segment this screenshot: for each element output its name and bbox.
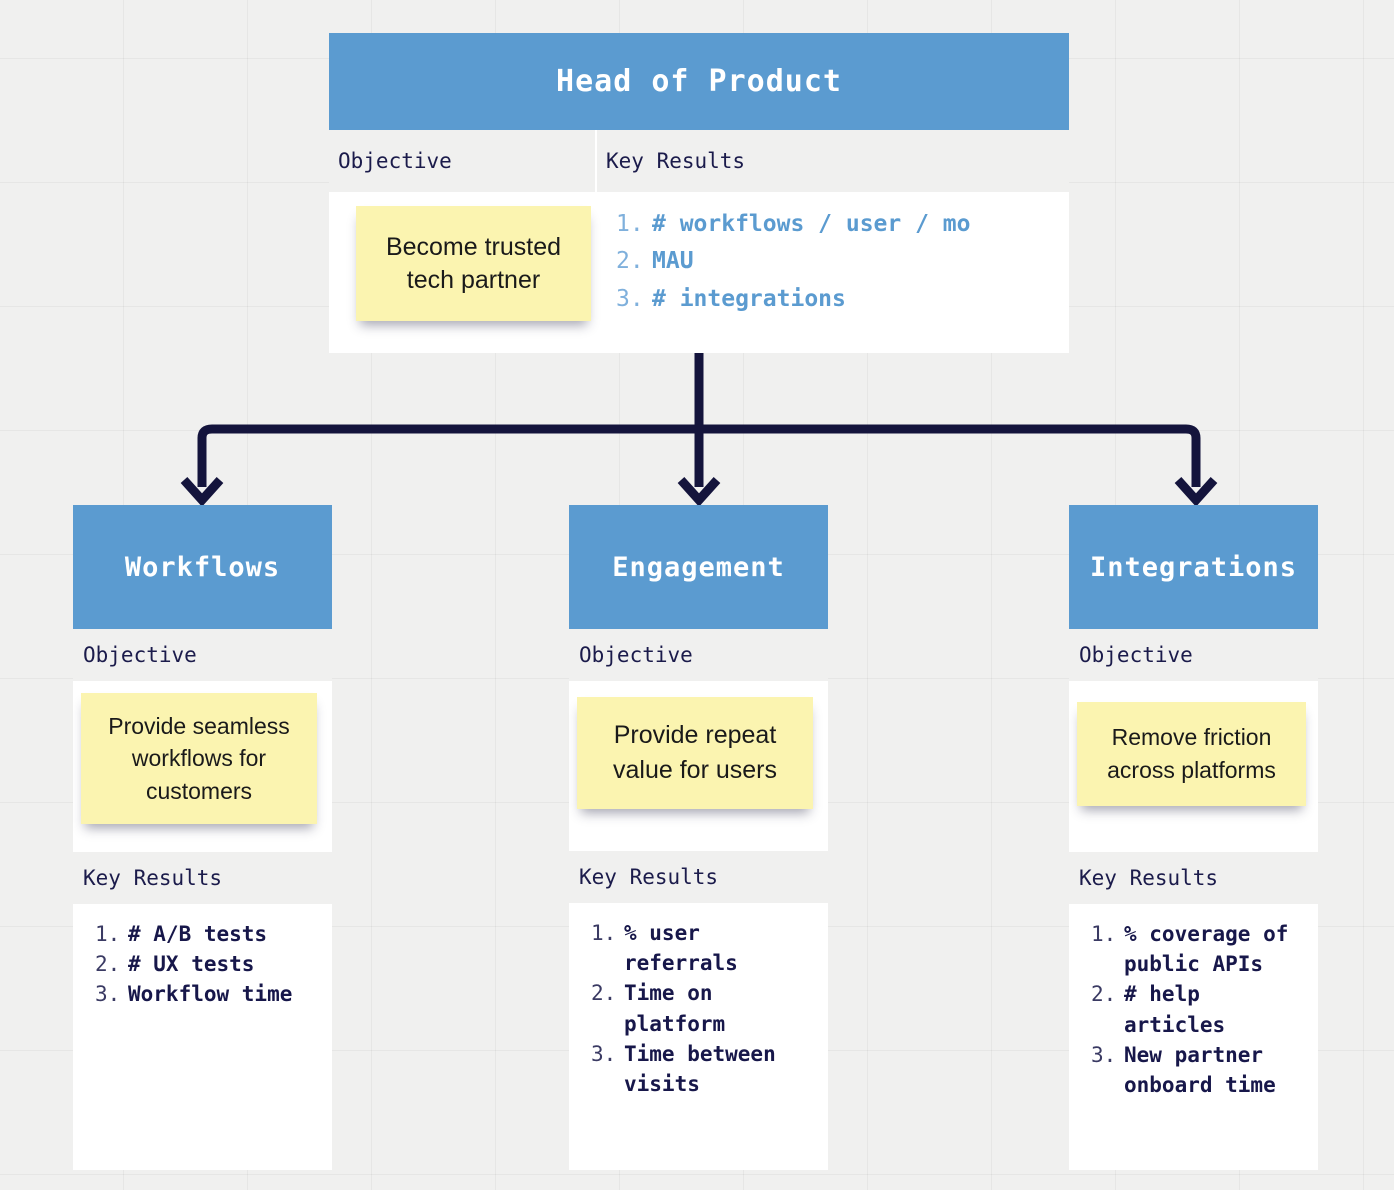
- key-result-item: 3. New partner onboard time: [1091, 1040, 1310, 1100]
- objective-body-integrations: Remove friction across platforms: [1069, 681, 1318, 852]
- key-result-text: Workflow time: [128, 982, 293, 1007]
- card-workflows[interactable]: Workflows Objective Provide seamless wor…: [73, 505, 332, 1170]
- key-result-item: 2. # help articles: [1091, 979, 1310, 1039]
- key-result-text: Time between visits: [624, 1041, 776, 1097]
- card-integrations[interactable]: Integrations Objective Remove friction a…: [1069, 505, 1318, 1170]
- sticky-note-objective-top[interactable]: Become trusted tech partner: [356, 206, 591, 321]
- key-result-text: # UX tests: [128, 952, 255, 977]
- key-result-text: # help articles: [1124, 982, 1226, 1037]
- key-result-text: # workflows / user / mo: [652, 211, 971, 237]
- key-result-number: 2.: [616, 248, 644, 275]
- key-result-text: New partner onboard time: [1124, 1042, 1276, 1098]
- card-engagement[interactable]: Engagement Objective Provide repeat valu…: [569, 505, 828, 1170]
- key-result-text: % coverage of public APIs: [1124, 922, 1289, 977]
- key-result-number: 3.: [591, 1041, 617, 1066]
- key-result-number: 1.: [591, 921, 617, 945]
- arrowhead-integrations: [1174, 476, 1218, 507]
- card-title-integrations: Integrations: [1069, 505, 1318, 629]
- objective-label-workflows: Objective: [73, 629, 332, 681]
- key-result-number: 1.: [95, 922, 121, 946]
- card-title-engagement: Engagement: [569, 505, 828, 629]
- key-results-list-engagement: 1. % user referrals 2. Time on platform …: [591, 918, 820, 1099]
- card-title-workflows: Workflows: [73, 505, 332, 629]
- key-result-text: # integrations: [652, 285, 846, 312]
- top-card-body-row: Become trusted tech partner 1. # workflo…: [329, 192, 1069, 353]
- objective-label-engagement: Objective: [569, 629, 828, 681]
- key-result-number: 3.: [1091, 1042, 1117, 1067]
- key-results-label-engagement: Key Results: [569, 851, 828, 903]
- key-result-item: 1. % coverage of public APIs: [1091, 919, 1310, 979]
- key-results-label-integrations: Key Results: [1069, 852, 1318, 904]
- key-result-number: 1.: [616, 211, 644, 237]
- key-result-item: 3. Time between visits: [591, 1039, 820, 1099]
- key-result-item: 1. # A/B tests: [95, 919, 324, 949]
- key-result-item: 2. MAU: [616, 243, 971, 280]
- card-title-head-of-product: Head of Product: [329, 33, 1069, 130]
- sticky-note-objective-workflows[interactable]: Provide seamless workflows for customers: [81, 693, 317, 824]
- key-result-item: 2. Time on platform: [591, 978, 820, 1038]
- top-card-label-row: Objective Key Results: [329, 130, 1069, 192]
- key-result-text: % user referrals: [624, 921, 738, 976]
- key-result-number: 1.: [1091, 922, 1117, 946]
- sticky-note-objective-integrations[interactable]: Remove friction across platforms: [1077, 702, 1306, 806]
- key-result-item: 1. % user referrals: [591, 918, 820, 978]
- key-results-body-integrations: 1. % coverage of public APIs 2. # help a…: [1069, 904, 1318, 1170]
- objective-label-top: Objective: [329, 130, 597, 192]
- key-results-list-top: 1. # workflows / user / mo 2. MAU 3. # i…: [616, 206, 971, 318]
- key-result-number: 2.: [1091, 982, 1117, 1007]
- key-result-text: # A/B tests: [128, 922, 268, 946]
- key-results-list-workflows: 1. # A/B tests 2. # UX tests 3. Workflow…: [95, 919, 324, 1010]
- objective-label-integrations: Objective: [1069, 629, 1318, 681]
- key-result-item: 3. # integrations: [616, 281, 971, 318]
- key-result-number: 2.: [591, 981, 617, 1006]
- objective-body-workflows: Provide seamless workflows for customers: [73, 681, 332, 852]
- key-results-cell-top: 1. # workflows / user / mo 2. MAU 3. # i…: [597, 192, 1069, 353]
- key-results-body-workflows: 1. # A/B tests 2. # UX tests 3. Workflow…: [73, 904, 332, 1170]
- key-result-item: 2. # UX tests: [95, 949, 324, 979]
- objective-cell-top: Become trusted tech partner: [329, 192, 597, 353]
- key-result-number: 3.: [616, 285, 644, 312]
- key-results-label-top: Key Results: [597, 130, 1069, 192]
- key-result-text: MAU: [652, 248, 694, 275]
- arrowhead-engagement: [677, 476, 721, 507]
- key-result-text: Time on platform: [624, 981, 726, 1036]
- arrowhead-workflows: [180, 476, 224, 507]
- key-result-item: 1. # workflows / user / mo: [616, 206, 971, 243]
- sticky-note-objective-engagement[interactable]: Provide repeat value for users: [577, 697, 813, 809]
- key-result-item: 3. Workflow time: [95, 979, 324, 1009]
- key-result-number: 2.: [95, 952, 121, 977]
- key-result-number: 3.: [95, 982, 121, 1007]
- card-head-of-product[interactable]: Head of Product Objective Key Results Be…: [329, 33, 1069, 353]
- key-results-body-engagement: 1. % user referrals 2. Time on platform …: [569, 903, 828, 1170]
- key-results-list-integrations: 1. % coverage of public APIs 2. # help a…: [1091, 919, 1310, 1100]
- key-results-label-workflows: Key Results: [73, 852, 332, 904]
- objective-body-engagement: Provide repeat value for users: [569, 681, 828, 851]
